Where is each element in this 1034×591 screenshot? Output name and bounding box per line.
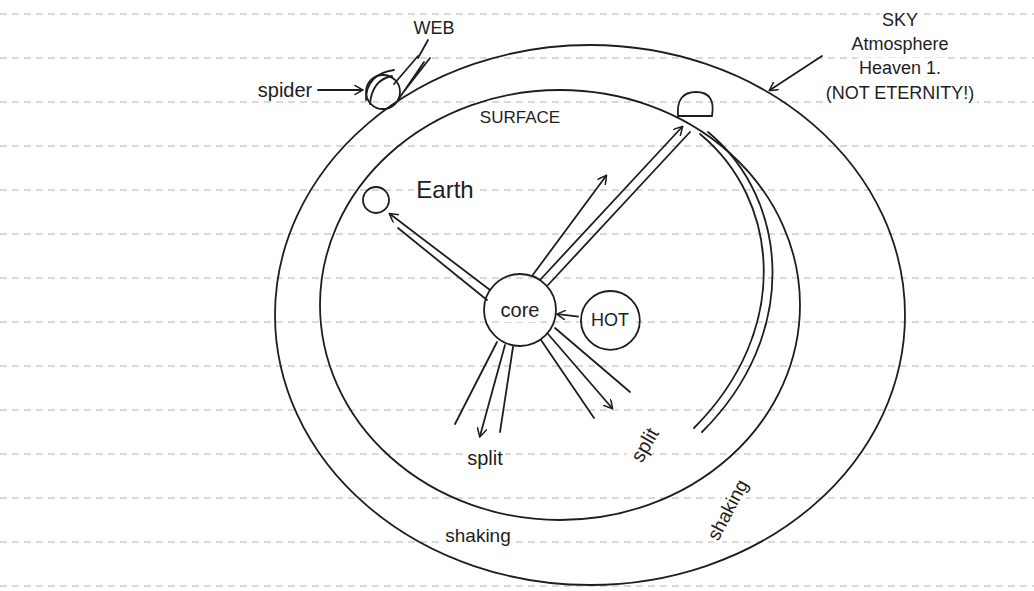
label-holder: spider [256, 79, 314, 102]
leader-arrow [770, 56, 822, 90]
crack-label: split [465, 447, 505, 469]
note-text: Atmosphere [849, 34, 950, 54]
crack-label: shaking [702, 474, 753, 545]
ruled-lines [0, 14, 1034, 586]
crack-arrow [532, 176, 606, 276]
label-holder: Atmosphere [849, 34, 950, 55]
connector-arrow [558, 314, 579, 316]
earth-circle-outline [320, 90, 800, 520]
hot-circle-line [581, 291, 640, 350]
leader-line [418, 40, 428, 58]
ruled-line [0, 542, 1034, 543]
spider-body [366, 75, 400, 109]
label-holder: shaking [443, 525, 513, 547]
note-text: (NOT ETERNITY!) [824, 83, 977, 103]
ruled-line [0, 322, 1034, 323]
crack-line [702, 132, 773, 432]
label-holder: split [465, 447, 505, 470]
crack-label: split [625, 422, 664, 467]
note-text: Heaven 1. [857, 58, 943, 78]
text-holder: Earth [414, 176, 475, 204]
node-text: Earth [414, 176, 475, 203]
ruled-line [0, 498, 1034, 499]
crack-line [541, 340, 594, 418]
surface-label: SURFACE [478, 108, 562, 127]
ruled-line [0, 146, 1034, 147]
earth-circle-line [320, 90, 800, 520]
crack-line [548, 132, 690, 285]
callout-label: spider [256, 79, 314, 101]
crack-arrow [390, 214, 490, 290]
node-text: HOT [589, 310, 631, 331]
crack-arrow [540, 127, 682, 280]
note-text: SKY [880, 10, 920, 30]
node-text: core [499, 299, 542, 322]
ruled-line [0, 14, 1034, 15]
crack-line [398, 228, 487, 300]
hot-circle: HOT [581, 291, 640, 350]
label-holder: shaking [702, 474, 754, 546]
crack-label: shaking [443, 525, 513, 546]
ruled-line [0, 586, 1034, 587]
crack-line [555, 328, 630, 392]
crack-line [455, 342, 497, 424]
ruled-line [0, 410, 1034, 411]
label-holder: WEB [411, 18, 456, 39]
ruled-line [0, 366, 1034, 367]
sky-circle [275, 45, 905, 585]
label-holder: split [625, 422, 665, 468]
label-holder: SKY [880, 10, 920, 31]
mushroom-shape [678, 92, 713, 116]
ruled-line [0, 454, 1034, 455]
crack-line [500, 347, 513, 432]
ruled-line [0, 190, 1034, 191]
ruled-line [0, 234, 1034, 235]
earth-circle: Earth core HOT [320, 90, 800, 520]
leader-arrow [318, 89, 362, 91]
core-circle-line [484, 274, 556, 346]
label-holder: SURFACE [478, 108, 562, 128]
balloon-shape [363, 187, 389, 213]
ruled-line [0, 278, 1034, 279]
label-holder: (NOT ETERNITY!) [824, 83, 977, 104]
label-holder: Heaven 1. [857, 58, 943, 79]
callout-label: WEB [411, 18, 456, 38]
web-lines [394, 56, 430, 100]
core-circle: core [484, 274, 556, 346]
spider-leg [366, 70, 394, 100]
